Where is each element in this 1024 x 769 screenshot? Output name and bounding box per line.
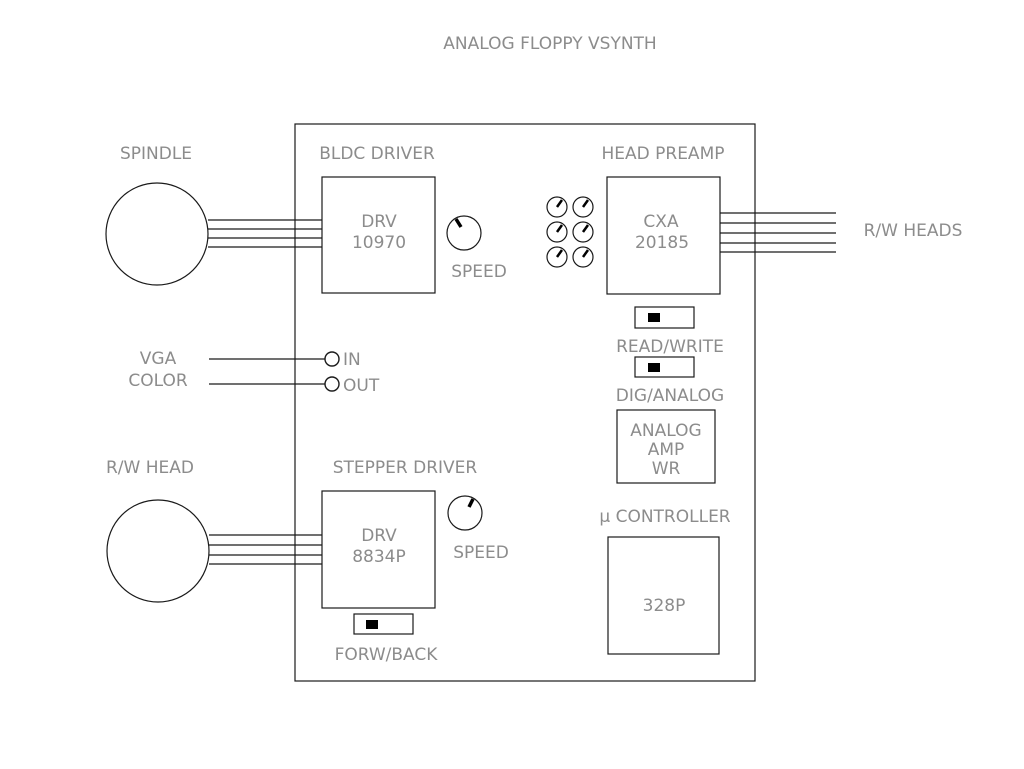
bldc-speed-label: SPEED	[451, 262, 507, 282]
controller-chip-label: 328P	[643, 596, 686, 616]
analog-amp-chip	[616, 409, 716, 484]
bldc-driver-label: BLDC DRIVER	[319, 144, 435, 164]
bldc-chip-line2: 10970	[352, 233, 406, 253]
controller-chip	[607, 536, 720, 655]
forw-back-label: FORW/BACK	[335, 645, 439, 665]
analog-amp-line3: WR	[652, 459, 681, 479]
color-label: COLOR	[128, 371, 187, 391]
forw-back-switch[interactable]	[353, 613, 414, 635]
bldc-chip-line1: DRV	[361, 212, 397, 232]
preamp-chip-line2: 20185	[635, 233, 689, 253]
bldc-speed-knob[interactable]	[446, 215, 482, 251]
preamp-chip-line1: CXA	[643, 212, 679, 232]
dig-analog-label: DIG/ANALOG	[616, 386, 724, 406]
stepper-speed-knob[interactable]	[447, 495, 483, 531]
stepper-chip-line2: 8834P	[352, 547, 406, 567]
analog-amp-line2: AMP	[648, 440, 685, 460]
stepper-chip-line1: DRV	[361, 526, 397, 546]
analog-amp-line1: ANALOG	[630, 421, 701, 441]
spindle-motor	[105, 182, 209, 286]
rw-head-label: R/W HEAD	[106, 458, 194, 478]
read-write-label: READ/WRITE	[616, 337, 724, 357]
dig-analog-switch[interactable]	[634, 356, 695, 378]
spindle-wires	[208, 219, 322, 248]
controller-label: µ CONTROLLER	[599, 507, 730, 527]
vga-in-label: IN	[343, 350, 361, 370]
read-write-switch[interactable]	[634, 306, 695, 329]
vga-out-label: OUT	[343, 376, 380, 396]
bldc-driver-chip	[321, 176, 436, 294]
diagram-title: ANALOG FLOPPY VSYNTH	[443, 34, 656, 54]
stepper-speed-label: SPEED	[453, 543, 509, 563]
preamp-knobs[interactable]	[546, 196, 594, 268]
rw-head-wires	[209, 534, 322, 565]
rw-heads-wires	[720, 212, 836, 253]
main-board	[294, 123, 756, 682]
rw-heads-label: R/W HEADS	[864, 221, 963, 241]
vga-out-jack[interactable]	[324, 376, 340, 392]
head-preamp-label: HEAD PREAMP	[601, 144, 724, 164]
stepper-driver-label: STEPPER DRIVER	[333, 458, 478, 478]
rw-head-motor	[106, 499, 210, 603]
head-preamp-chip	[606, 176, 721, 295]
vga-in-jack[interactable]	[324, 351, 340, 367]
vga-label: VGA	[140, 349, 177, 369]
spindle-label: SPINDLE	[120, 144, 192, 164]
stepper-driver-chip	[321, 490, 436, 609]
